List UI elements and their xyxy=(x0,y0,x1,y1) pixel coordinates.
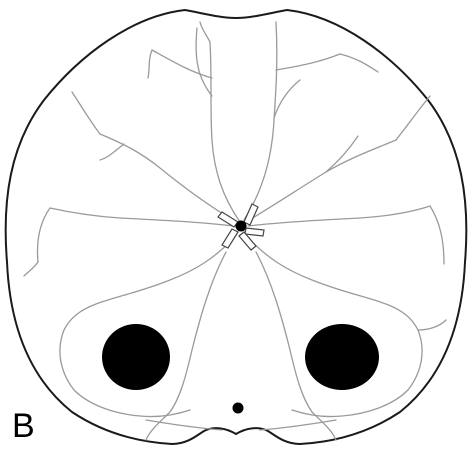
right-large-opening xyxy=(305,324,379,390)
central-pore xyxy=(236,221,247,232)
lower-small-pore xyxy=(233,403,244,414)
panel-label: B xyxy=(12,406,35,446)
plate-right xyxy=(245,228,264,236)
left-large-opening xyxy=(102,324,170,390)
